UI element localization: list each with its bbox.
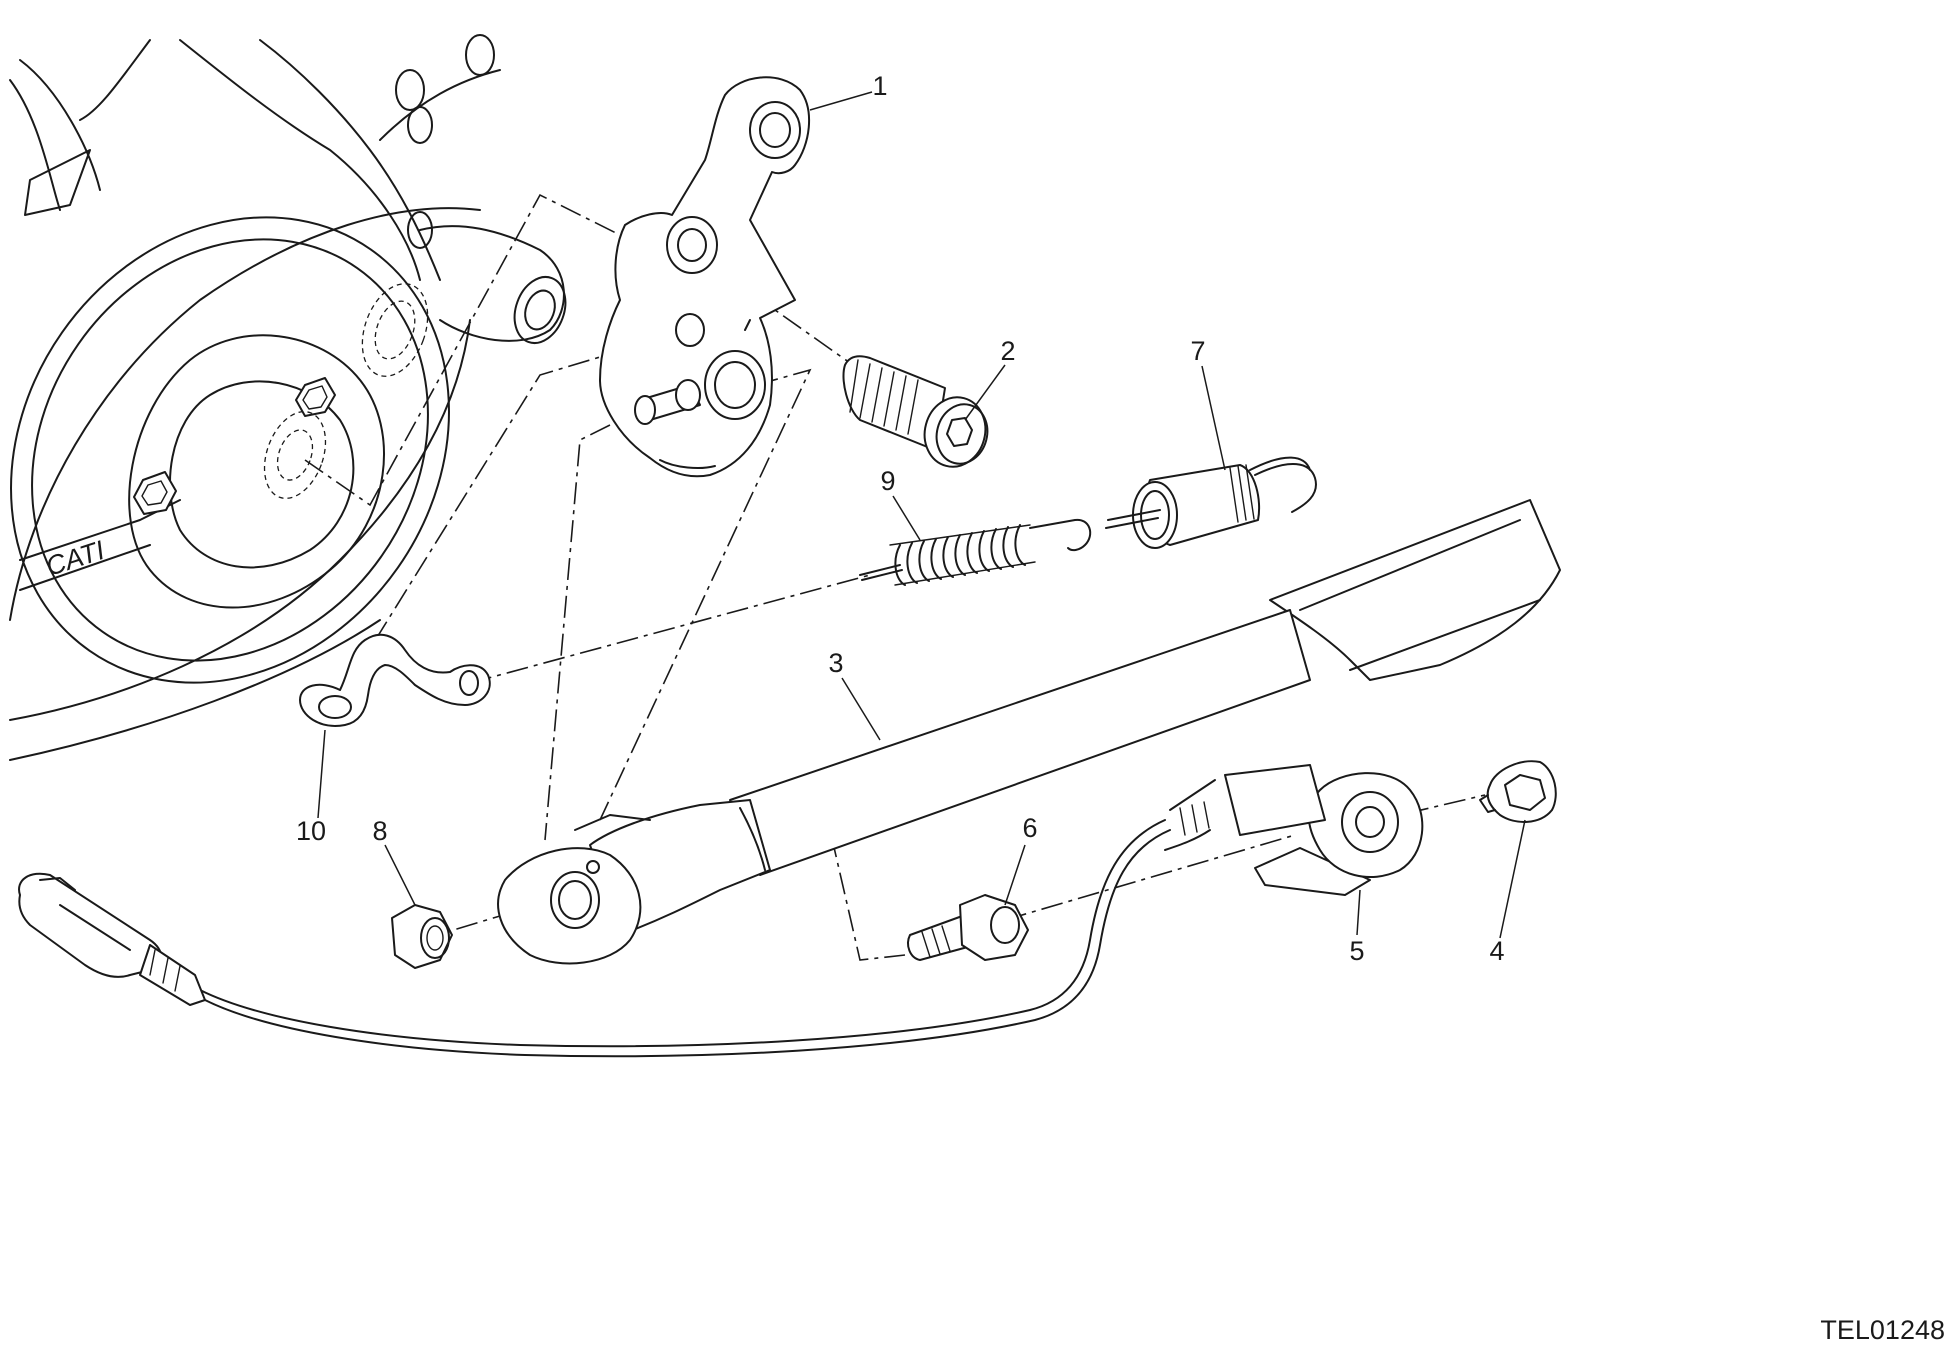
engine-cover-logo: CATI [42, 535, 108, 582]
callout-2: 2 [1000, 336, 1015, 366]
part-6-screw [907, 894, 1029, 961]
part-9-spring-small [859, 518, 1092, 586]
part-4-flange-bolt [1479, 760, 1557, 823]
assembly-lines [304, 193, 1486, 961]
part-5-switch-sensor [1164, 764, 1424, 896]
callout-7: 7 [1190, 336, 1205, 366]
callout-9: 9 [880, 466, 895, 496]
wiring-harness [18, 819, 1171, 1058]
callout-8: 8 [372, 816, 387, 846]
callout-10: 10 [296, 816, 326, 846]
callout-5: 5 [1349, 936, 1364, 966]
drawing-reference-code: TEL01248 [1820, 1315, 1945, 1345]
engine-cover: CATI [9, 34, 567, 761]
part-7-spring-large [1105, 456, 1317, 549]
callouts: 1 2 3 4 5 6 7 8 9 10 [296, 71, 1505, 966]
part-2-bolt [842, 355, 989, 468]
leader-lines [317, 91, 1526, 939]
part-3-side-stand [497, 499, 1561, 965]
callout-6: 6 [1022, 813, 1037, 843]
part-8-nut [391, 904, 453, 969]
callout-4: 4 [1489, 936, 1504, 966]
callout-3: 3 [828, 648, 843, 678]
part-10-plate [299, 633, 491, 727]
callout-1: 1 [872, 71, 887, 101]
part-1-stand-bracket [599, 76, 811, 478]
